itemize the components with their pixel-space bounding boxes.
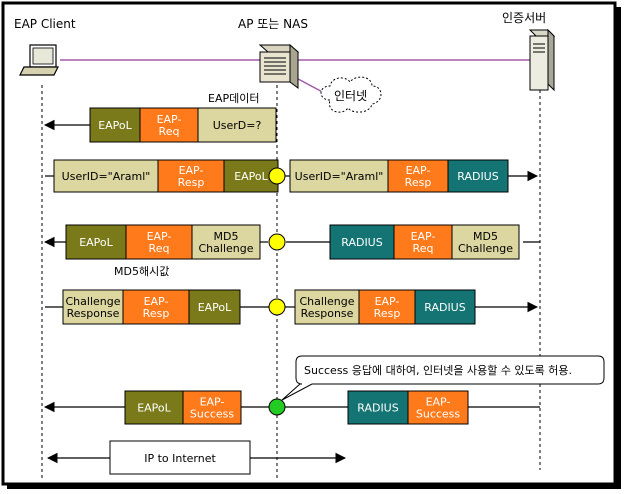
success-note-text: Success 응답에 대하여, 인터넷을 사용할 수 있도록 허용. xyxy=(304,363,572,377)
ap-relay-node-3 xyxy=(268,233,286,251)
message-segment-label: RADIUS xyxy=(357,402,398,415)
message-segment-box xyxy=(329,224,395,260)
message-segment-box xyxy=(125,224,193,260)
message-segment-box xyxy=(188,289,241,325)
message-segment-label: EAP-Resp xyxy=(178,164,205,189)
message-segment-box xyxy=(358,289,416,325)
message-segment-box xyxy=(414,289,476,325)
message-segment-label: EAPoL xyxy=(79,236,113,249)
message-segment-box xyxy=(197,107,277,143)
message-segment-box xyxy=(393,224,453,260)
message-2-client-frame: UserID="Araml" EAP-Resp EAPoL xyxy=(53,159,279,193)
eap-data-label: EAP데이터 xyxy=(208,92,259,105)
message-segment-label: RADIUS xyxy=(457,170,498,183)
server-tower-icon xyxy=(528,28,556,92)
message-segment-box xyxy=(447,159,509,193)
ap-relay-node-4 xyxy=(268,298,286,316)
message-segment-box xyxy=(89,107,141,143)
message-segment-box xyxy=(139,107,199,143)
success-note-callout: Success 응답에 대하여, 인터넷을 사용할 수 있도록 허용. xyxy=(281,355,605,401)
internet-box xyxy=(109,440,251,475)
message-segment-label: EAP-Resp xyxy=(405,164,432,189)
md5-hash-label: MD5해시값 xyxy=(114,264,169,278)
diagram-frame-shadow-bottom xyxy=(7,484,621,489)
message-segment-label: EAP-Resp xyxy=(143,295,170,320)
message-segment-label: EAP-Req xyxy=(411,230,436,255)
message-segment-box xyxy=(124,390,184,425)
internet-cloud-icon: 인터넷 xyxy=(320,76,382,113)
message-segment-label: EAP-Success xyxy=(190,396,235,421)
message-1-client-frame: EAPoL EAP-Req UserD=? xyxy=(89,107,277,143)
message-segment-label: UserID="Araml" xyxy=(62,170,151,183)
message-segment-label: EAP-Success xyxy=(416,396,461,421)
message-segment-box xyxy=(289,159,389,193)
message-segment-label: EAPoL xyxy=(137,402,171,415)
message-segment-label: RADIUS xyxy=(341,236,382,249)
message-segment-label: EAP-Resp xyxy=(374,295,401,320)
ap-relay-node-2 xyxy=(268,167,286,185)
message-segment-box xyxy=(387,159,449,193)
client-title: EAP Client xyxy=(14,17,76,31)
message-segment-box xyxy=(451,224,520,260)
message-segment-box xyxy=(407,390,469,425)
message-segment-label: EAPoL xyxy=(98,119,132,132)
message-2-server-frame: UserID="Araml" EAP-Resp RADIUS xyxy=(289,159,509,193)
cloud-label: 인터넷 xyxy=(334,89,367,103)
message-segment-box xyxy=(62,289,124,325)
ap-title: AP 또는 NAS xyxy=(238,17,308,31)
message-segment-box xyxy=(65,224,127,260)
message-segment-box xyxy=(53,159,159,193)
access-point-device-icon xyxy=(258,43,300,89)
diagram-frame-shadow-right xyxy=(615,7,621,488)
laptop-icon xyxy=(19,44,59,76)
message-segment-label: EAP-Req xyxy=(147,230,172,255)
message-segment-box xyxy=(157,159,225,193)
message-segment-label: UserD=? xyxy=(213,119,262,132)
message-5-client-frame: EAPoL EAP-Success xyxy=(124,390,242,425)
ap-success-node xyxy=(268,398,286,416)
message-segment-label: EAPoL xyxy=(198,301,232,314)
message-segment-label: EAPoL xyxy=(234,170,268,183)
message-segment-label: RADIUS xyxy=(424,301,465,314)
server-title: 인증서버 xyxy=(502,11,546,25)
message-segment-label: UserID="Araml" xyxy=(295,170,384,183)
internet-box-label: IP to Internet xyxy=(144,452,216,465)
message-segment-label: EAP-Req xyxy=(157,113,182,138)
message-segment-box xyxy=(347,390,409,425)
message-segment-box xyxy=(191,224,261,260)
message-5-server-frame: RADIUS EAP-Success xyxy=(347,390,469,425)
message-segment-box xyxy=(182,390,242,425)
